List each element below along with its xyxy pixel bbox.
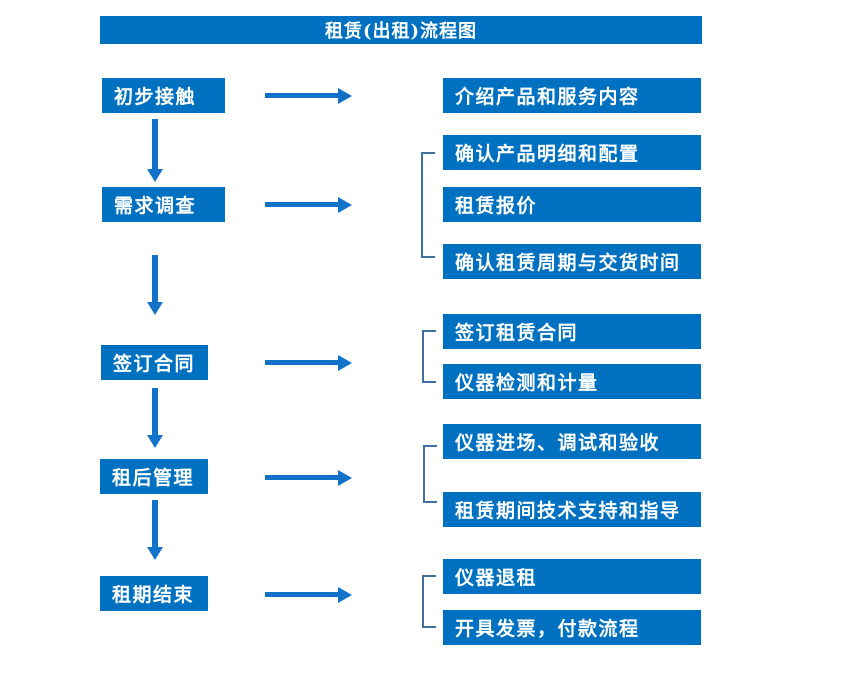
detail-box-tech-support: 租赁期间技术支持和指导 bbox=[443, 492, 701, 527]
stage-box-rental-end: 租期结束 bbox=[100, 576, 208, 611]
right-arrow-icon bbox=[265, 475, 338, 480]
stage-box-sign-contract: 签订合同 bbox=[101, 345, 208, 380]
detail-box-instrument-return: 仪器退租 bbox=[443, 559, 701, 594]
detail-box-instrument-setup-acceptance: 仪器进场、调试和验收 bbox=[443, 424, 701, 459]
detail-box-rental-quote: 租赁报价 bbox=[443, 187, 701, 222]
down-arrow-icon bbox=[152, 388, 158, 435]
right-arrow-icon bbox=[265, 93, 338, 98]
group-bracket-sign-contract bbox=[422, 330, 436, 383]
down-arrow-icon bbox=[152, 255, 158, 302]
page-title: 租赁(出租)流程图 bbox=[100, 16, 702, 44]
detail-box-sign-rental-contract: 签订租赁合同 bbox=[443, 314, 701, 349]
down-arrow-icon bbox=[152, 500, 158, 547]
group-bracket-demand-survey bbox=[421, 152, 435, 258]
right-arrow-icon bbox=[265, 360, 338, 365]
detail-box-confirm-period-delivery: 确认租赁周期与交货时间 bbox=[443, 244, 701, 279]
stage-box-initial-contact: 初步接触 bbox=[102, 78, 225, 113]
group-bracket-post-rental bbox=[423, 445, 437, 503]
group-bracket-rental-end bbox=[422, 575, 436, 628]
down-arrow-icon bbox=[152, 119, 158, 169]
right-arrow-icon bbox=[265, 592, 338, 597]
detail-box-instrument-inspection: 仪器检测和计量 bbox=[443, 364, 701, 399]
stage-box-demand-survey: 需求调查 bbox=[102, 187, 225, 222]
right-arrow-icon bbox=[265, 202, 338, 207]
detail-box-confirm-product-config: 确认产品明细和配置 bbox=[443, 135, 701, 170]
detail-box-introduce-products: 介绍产品和服务内容 bbox=[443, 78, 701, 113]
detail-box-invoice-payment: 开具发票，付款流程 bbox=[443, 610, 701, 645]
stage-box-post-rental-management: 租后管理 bbox=[100, 459, 208, 494]
